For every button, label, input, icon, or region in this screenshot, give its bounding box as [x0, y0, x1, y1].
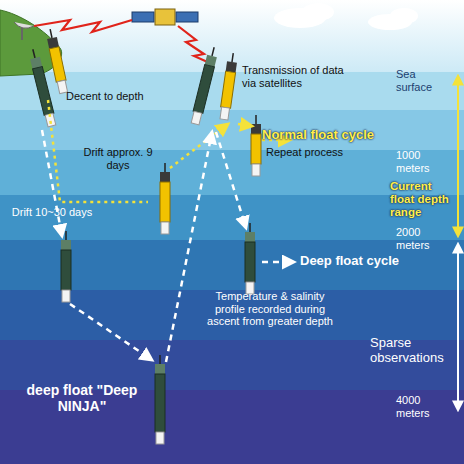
note: Decent to depth: [66, 90, 162, 103]
cycle-path: [262, 261, 294, 264]
float: [160, 163, 170, 234]
floats: [28, 28, 261, 444]
cycle-path: [216, 132, 246, 228]
float: [45, 28, 68, 94]
depth-label: Sea surface: [396, 68, 454, 93]
depth-label: 1000 meters: [396, 149, 454, 174]
depth-label: 2000 meters: [396, 226, 454, 251]
float: [219, 52, 238, 120]
float-label: deep float "Deep NINJA": [14, 382, 150, 414]
cycle-paths: [42, 76, 458, 410]
water-band: [0, 72, 464, 110]
cycle-path: [238, 124, 252, 126]
clouds: [274, 3, 418, 30]
float: [155, 355, 165, 444]
note: Drift approx. 9 days: [78, 146, 158, 171]
cycle-label: Deep float cycle: [300, 254, 430, 269]
water-band: [0, 240, 464, 290]
satellite-dish: [14, 22, 34, 40]
cycle-path: [42, 130, 62, 236]
water-bands: [0, 72, 464, 464]
cycle-label: Normal float cycle: [262, 128, 402, 143]
sky: [0, 0, 464, 72]
cycle-path: [166, 132, 212, 362]
float: [61, 231, 71, 302]
note: Temperature & salinity profile recorded …: [206, 290, 334, 328]
note: Transmission of data via satellites: [242, 64, 354, 89]
float: [245, 223, 255, 294]
float: [251, 115, 261, 176]
depth-range-arrow: [457, 76, 459, 236]
range-label: Sparse observations: [370, 336, 452, 366]
water-band: [0, 290, 464, 340]
range-label: Current float depth range: [390, 180, 454, 220]
note: Repeat process: [266, 146, 366, 159]
float: [190, 46, 219, 125]
depth-range-arrow: [457, 244, 459, 410]
cycle-path: [70, 304, 152, 360]
note: Drift 10~30 days: [6, 206, 98, 219]
depth-label: 4000 meters: [396, 394, 454, 419]
float: [28, 48, 57, 127]
water-band: [0, 110, 464, 150]
satellite: [132, 9, 198, 25]
